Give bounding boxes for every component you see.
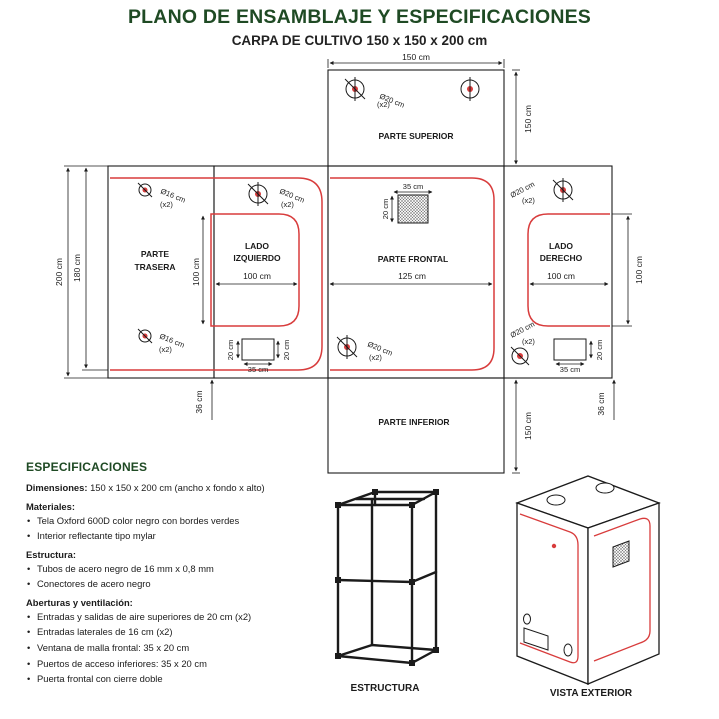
left-panel-label: IZQUIERDO	[233, 253, 281, 263]
dimensions-row: Dimensiones: 150 x 150 x 200 cm (ancho x…	[26, 482, 326, 495]
right-panel-label: LADO	[549, 241, 573, 251]
right-port-width-label: 35 cm	[560, 365, 580, 374]
top-panel-label: PARTE SUPERIOR	[379, 131, 454, 141]
vent-qty-label: (x2)	[377, 100, 390, 109]
right-side-panel	[503, 165, 613, 379]
vent-icon	[336, 335, 358, 359]
mesh-window-width-label: 35 cm	[403, 182, 423, 191]
vent-qty-label: (x2)	[522, 337, 535, 346]
back-panel-zipper	[110, 177, 323, 371]
front-panel-label: PARTE FRONTAL	[378, 254, 449, 264]
tent-exterior-illustration	[515, 475, 661, 685]
zipper-pull-icon	[551, 543, 557, 549]
side-vent-icon	[137, 182, 153, 198]
roof-vent-icon	[595, 482, 615, 494]
width-dimension-label: 150 cm	[402, 52, 430, 62]
right-window-width-label: 100 cm	[547, 271, 575, 281]
page-subtitle: CARPA DE CULTIVO 150 x 150 x 200 cm	[231, 33, 488, 48]
vent-qty-label: (x2)	[159, 345, 172, 354]
frame-caption: ESTRUCTURA	[350, 683, 420, 694]
exterior-door-zipper	[593, 517, 651, 662]
right-side-window-zipper	[527, 213, 610, 327]
list-item: Interior reflectante tipo mylar	[27, 530, 326, 543]
back-panel-label: PARTE	[141, 249, 170, 259]
side-vent-icon	[137, 328, 153, 344]
structure-list: Tubos de acero negro de 16 mm x 0,8 mm C…	[26, 563, 326, 591]
list-item: Entradas laterales de 16 cm (x2)	[27, 626, 326, 639]
mesh-window-height-label: 20 cm	[381, 199, 390, 219]
top-vent-icon	[460, 77, 480, 101]
bottom-depth-dimension-label: 150 cm	[523, 412, 533, 440]
materials-list: Tela Oxford 600D color negro con bordes …	[26, 515, 326, 543]
right-port-offset-label: 36 cm	[596, 392, 606, 415]
list-item: Ventana de malla frontal: 35 x 20 cm	[27, 642, 326, 655]
openings-heading: Aberturas y ventilación:	[26, 597, 133, 608]
left-window-height-label: 100 cm	[191, 258, 201, 286]
right-access-port	[553, 338, 587, 361]
right-panel-label: DERECHO	[540, 253, 583, 263]
vent-qty-label: (x2)	[160, 200, 173, 209]
list-item: Entradas y salidas de aire superiores de…	[27, 611, 326, 624]
exterior-side-zipper	[519, 513, 579, 664]
back-panel-label: TRASERA	[134, 262, 175, 272]
openings-list: Entradas y salidas de aire superiores de…	[26, 611, 326, 686]
vent-qty-label: (x2)	[522, 196, 535, 205]
vent-icon	[552, 178, 574, 202]
list-item: Puertos de acceso inferiores: 35 x 20 cm	[27, 658, 326, 671]
list-item: Conectores de acero negro	[27, 578, 326, 591]
left-port-height-label: 20 cm	[282, 340, 291, 360]
left-port-width-label: 35 cm	[248, 365, 268, 374]
front-door-width-label: 125 cm	[398, 271, 426, 281]
exterior-caption: VISTA EXTERIOR	[549, 688, 633, 699]
dimensions-value: 150 x 150 x 200 cm (ancho x fondo x alto…	[87, 482, 265, 494]
left-port-offset-label: 36 cm	[194, 390, 204, 413]
roof-vent-icon	[546, 494, 566, 506]
list-item: Tela Oxford 600D color negro con bordes …	[27, 515, 326, 528]
page-title: PLANO DE ENSAMBLAJE Y ESPECIFICACIONES	[127, 6, 592, 28]
bottom-panel-label: PARTE INFERIOR	[378, 417, 449, 427]
vent-qty-label: (x2)	[281, 200, 294, 209]
left-port-height-label: 20 cm	[226, 340, 235, 360]
top-vent-icon	[344, 77, 366, 101]
exterior-side-vent-icon	[563, 643, 573, 657]
front-mesh-window	[397, 194, 429, 224]
specifications-panel: ESPECIFICACIONES Dimensiones: 150 x 150 …	[26, 459, 326, 689]
specifications-heading: ESPECIFICACIONES	[26, 460, 148, 474]
front-door-zipper	[330, 177, 495, 371]
door-height-dimension-label: 180 cm	[72, 254, 82, 282]
vent-icon	[510, 346, 530, 366]
left-panel-label: LADO	[245, 241, 269, 251]
list-item: Puerta frontal con cierre doble	[27, 673, 326, 686]
left-window-width-label: 100 cm	[243, 271, 271, 281]
left-access-port	[241, 338, 275, 361]
top-depth-dimension-label: 150 cm	[523, 105, 533, 133]
right-window-height-label: 100 cm	[634, 256, 644, 284]
dimensions-label: Dimensiones:	[26, 482, 88, 494]
frame-connectors	[335, 489, 439, 666]
height-dimension-label: 200 cm	[54, 258, 64, 286]
list-item: Tubos de acero negro de 16 mm x 0,8 mm	[27, 563, 326, 576]
exterior-access-port	[523, 627, 549, 651]
bottom-panel	[327, 377, 505, 474]
vent-icon	[247, 182, 269, 206]
vent-qty-label: (x2)	[369, 353, 382, 362]
right-port-height-label: 20 cm	[595, 340, 604, 360]
structure-heading: Estructura:	[26, 548, 77, 560]
exterior-side-vent-icon	[523, 613, 531, 625]
exterior-mesh-window	[612, 540, 630, 568]
left-side-window-zipper	[210, 213, 300, 327]
tent-frame-illustration	[336, 490, 438, 665]
materials-heading: Materiales:	[26, 500, 75, 512]
